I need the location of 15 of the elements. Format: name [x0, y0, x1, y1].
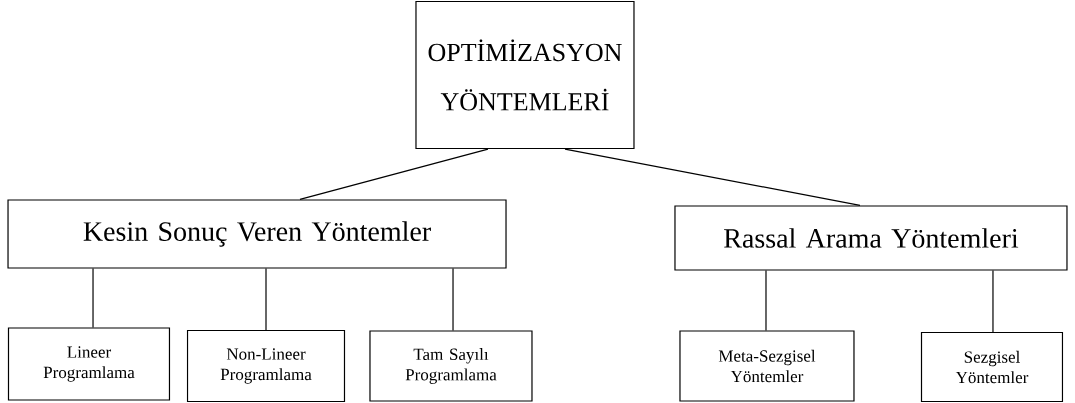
connector-line [265, 268, 267, 331]
title-box: OPTİMİZASYON YÖNTEMLERİ [415, 0, 635, 150]
connector-line [452, 268, 454, 331]
method-box: Tam Sayılı Programlama [369, 330, 533, 402]
connector-line [564, 148, 861, 206]
method-box: Meta-Sezgisel Yöntemler [679, 330, 855, 402]
category-box: Kesin Sonuç Veren Yöntemler [7, 199, 507, 269]
method-box: Sezgisel Yöntemler [920, 331, 1064, 403]
connector-line [299, 148, 489, 200]
method-box: Lineer Programlama [7, 327, 171, 401]
connector-line [765, 270, 767, 331]
connector-line [992, 270, 994, 333]
method-box: Non-Lineer Programlama [186, 329, 346, 403]
category-box: Rassal Arama Yöntemleri [674, 205, 1068, 271]
connector-line [92, 268, 94, 328]
